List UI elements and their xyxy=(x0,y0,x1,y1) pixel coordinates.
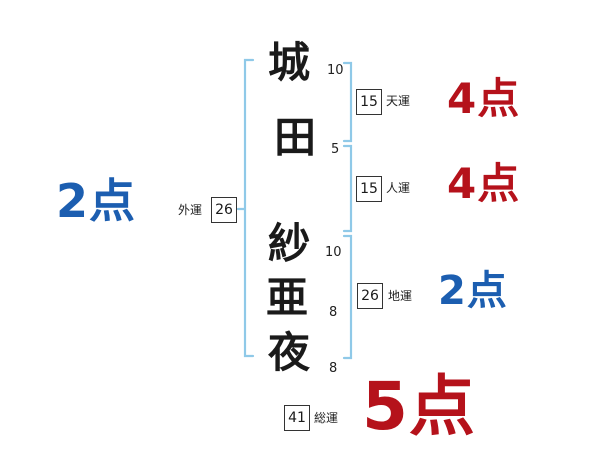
gaiun-label: 外運 xyxy=(178,203,203,217)
stroke-count: 5 xyxy=(331,142,340,157)
tenun-bracket xyxy=(342,61,353,143)
tenun-value-box: 15 xyxy=(356,89,382,115)
tenun-label: 天運 xyxy=(386,94,411,108)
name-char: 田 xyxy=(274,113,317,162)
stroke-count: 10 xyxy=(327,63,344,78)
gaiun-bracket xyxy=(236,58,255,358)
chiun-value-box: 26 xyxy=(357,283,383,309)
jinun-bracket xyxy=(342,144,353,233)
souun-score: 5点 xyxy=(362,368,476,445)
name-char: 紗 xyxy=(268,219,311,268)
gaiun-value-box: 26 xyxy=(211,197,237,223)
souun-value-box: 41 xyxy=(284,405,310,431)
gaiun-score: 2点 xyxy=(56,174,137,228)
jinun-value-box: 15 xyxy=(356,176,382,202)
souun-label: 総運 xyxy=(314,411,339,425)
jinun-score: 4点 xyxy=(447,159,521,208)
stroke-count: 8 xyxy=(329,305,338,320)
name-char: 城 xyxy=(268,38,311,87)
jinun-label: 人運 xyxy=(386,181,411,195)
chiun-label: 地運 xyxy=(388,289,413,303)
name-char: 夜 xyxy=(268,328,311,377)
stroke-count: 10 xyxy=(325,245,342,260)
name-char: 亜 xyxy=(266,273,309,322)
chiun-bracket xyxy=(342,234,353,360)
tenun-score: 4点 xyxy=(447,74,521,123)
stroke-count: 8 xyxy=(329,361,338,376)
chiun-score: 2点 xyxy=(438,268,508,314)
